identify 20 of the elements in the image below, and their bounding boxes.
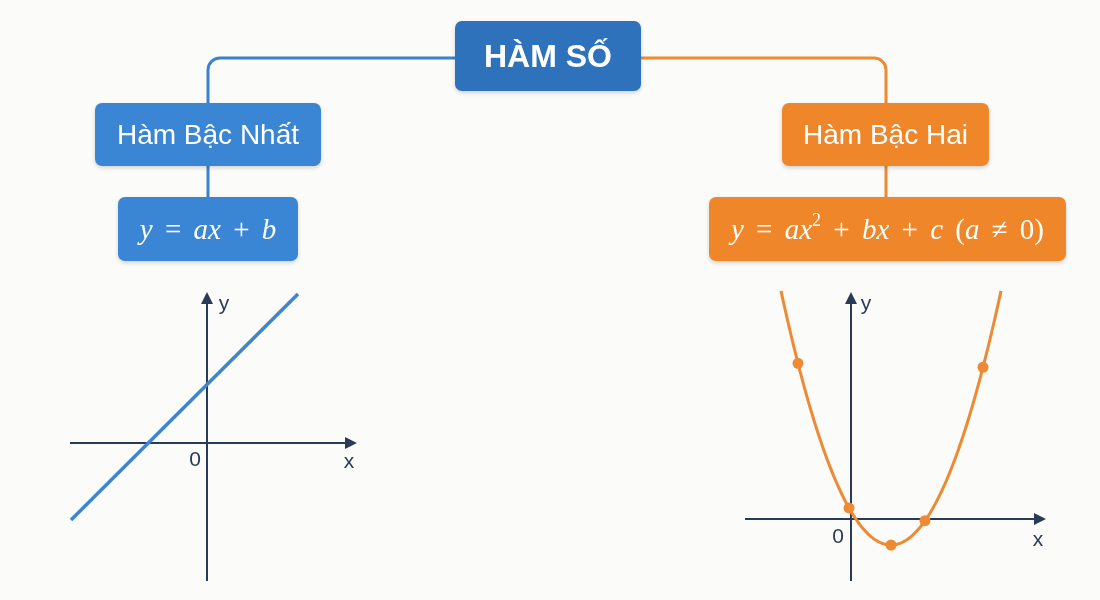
origin-label: 0 [189, 448, 201, 470]
category-title: Hàm Bậc Nhất [116, 118, 300, 151]
category-title: Hàm Bậc Hai [803, 118, 968, 151]
axis-label: x [1032, 528, 1044, 550]
formula-box [118, 197, 298, 261]
axis-label: y [218, 292, 230, 314]
connector-line [641, 56, 888, 103]
axis-label: y [860, 292, 872, 314]
connector-line [206, 166, 210, 197]
topic-title: HÀM SỐ [484, 37, 612, 75]
origin-label: 0 [832, 525, 844, 547]
root-topic-box [455, 21, 641, 91]
connector-line [884, 166, 888, 197]
category-box [782, 103, 989, 166]
formula-text: y = ax$^{2}$ + bx + c (a ≠ 0) [730, 211, 1045, 247]
formula-text: y = ax + b [139, 211, 277, 247]
category-box [95, 103, 321, 166]
axis-label: x [343, 450, 355, 472]
connector-line [206, 56, 455, 103]
formula-box [709, 197, 1066, 261]
